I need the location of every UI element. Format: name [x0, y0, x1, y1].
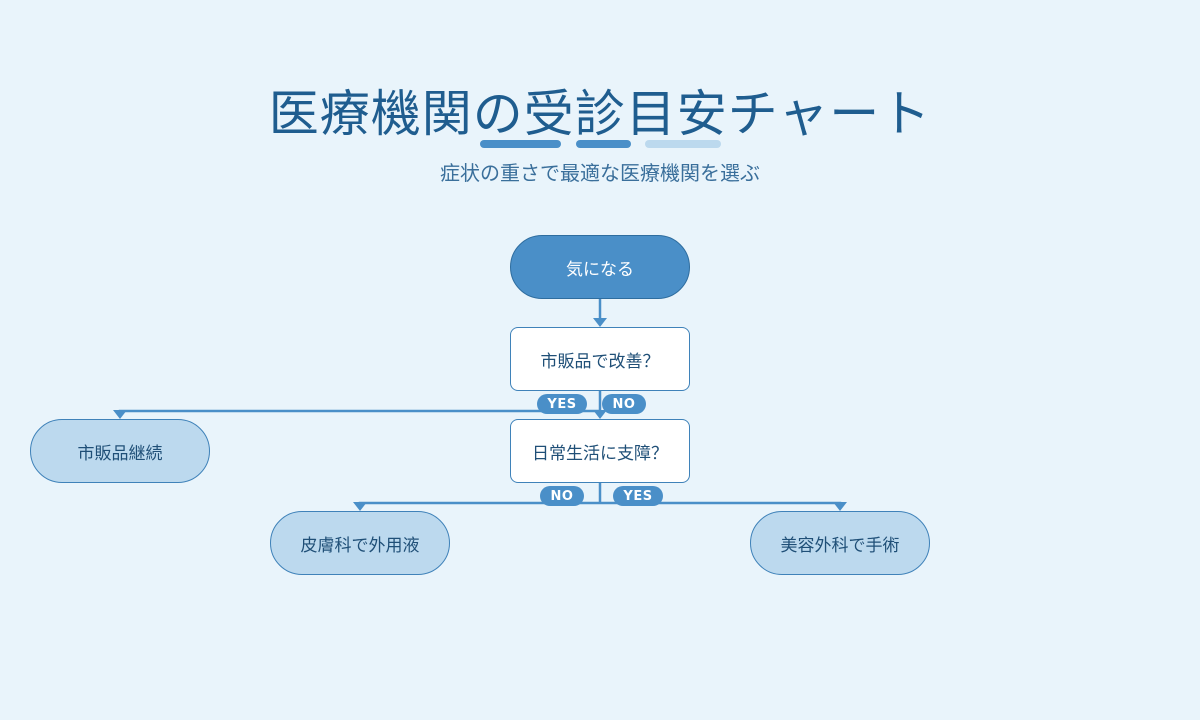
edge-label-yes: YES [537, 394, 587, 414]
flow-node-result-label: 市販品継続 [77, 443, 163, 464]
edge-label-no: NO [602, 394, 646, 414]
arrowhead-icon [833, 502, 847, 511]
arrowhead-icon [593, 410, 607, 419]
flow-node-question-daily-life: 日常生活に支障？ [510, 419, 690, 483]
flow-node-start-label: 気になる [566, 259, 634, 280]
edge-label-no: NO [540, 486, 584, 506]
arrowhead-icon [353, 502, 367, 511]
flow-node-result-cosmetic-surgery: 美容外科で手術 [750, 511, 930, 575]
flow-node-result-continue-otc: 市販品継続 [30, 419, 210, 483]
flow-node-result-dermatology: 皮膚科で外用液 [270, 511, 450, 575]
title-underline-accent-light [645, 140, 721, 148]
edge-q1-yes-to-continue [118, 409, 600, 413]
flow-node-result-label: 皮膚科で外用液 [300, 535, 420, 556]
page-title: 医療機関の受診目安チャート [268, 85, 932, 143]
flow-node-question-otc-improve: 市販品で改善？ [510, 327, 690, 391]
page-subtitle: 症状の重さで最適な医療機関を選ぶ [440, 161, 760, 185]
flow-node-question-label: 日常生活に支障？ [532, 443, 668, 464]
title-underline-accent [576, 140, 631, 148]
title-underline-accent [480, 140, 561, 148]
flow-node-result-label: 美容外科で手術 [780, 535, 900, 556]
flow-node-question-label: 市販品で改善？ [540, 351, 660, 372]
flow-node-start: 気になる [510, 235, 690, 299]
arrowhead-icon [593, 318, 607, 327]
arrowhead-icon [113, 410, 127, 419]
edge-label-yes: YES [613, 486, 663, 506]
